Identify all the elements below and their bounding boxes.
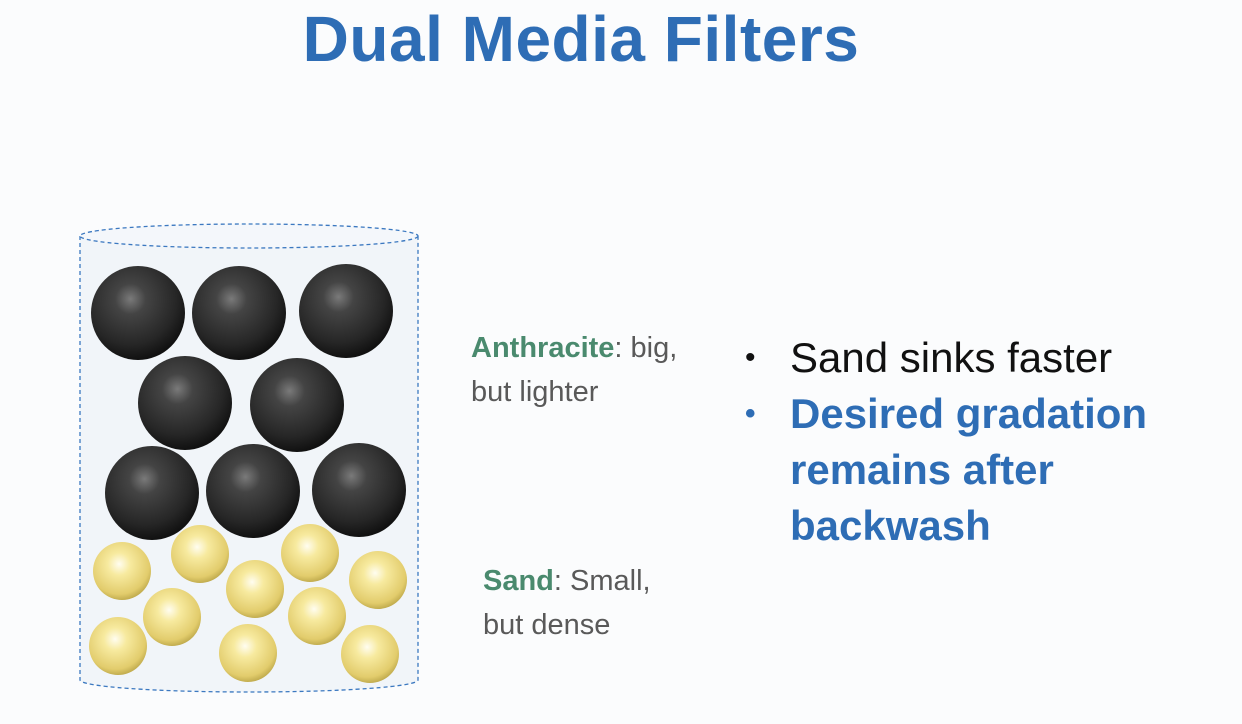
anthracite-label: Anthracite: big, but lighter	[471, 326, 731, 414]
anthracite-particle	[299, 264, 393, 358]
anthracite-particle	[250, 358, 344, 452]
slide-title: Dual Media Filters	[302, 3, 860, 75]
bullet-text: Sand sinks faster	[790, 334, 1113, 381]
anthracite-desc-line2: but lighter	[471, 376, 599, 408]
sand-particles	[89, 524, 407, 683]
anthracite-desc: : big,	[614, 332, 678, 364]
anthracite-particle	[91, 266, 185, 360]
sand-particle	[281, 524, 339, 582]
bullet-dot: •	[745, 397, 756, 430]
sand-term: Sand	[483, 565, 554, 597]
sand-particle	[349, 551, 407, 609]
anthracite-particles	[91, 264, 406, 540]
anthracite-particle	[206, 444, 300, 538]
bullet-dot: •	[745, 341, 756, 374]
sand-particle	[219, 624, 277, 682]
sand-desc-line2: but dense	[483, 609, 611, 641]
cylinder-top-rim	[79, 223, 419, 249]
sand-particle	[143, 588, 201, 646]
anthracite-particle	[312, 443, 406, 537]
filter-cylinder-diagram	[78, 222, 420, 694]
sand-particle	[89, 617, 147, 675]
anthracite-particle	[192, 266, 286, 360]
anthracite-term: Anthracite	[471, 332, 615, 364]
anthracite-particle	[138, 356, 232, 450]
sand-particle	[226, 560, 284, 618]
sand-particle	[341, 625, 399, 683]
bullet-item: • Desired gradation remains after backwa…	[745, 386, 1225, 554]
sand-label: Sand: Small, but dense	[483, 559, 743, 647]
sand-desc: : Small,	[553, 565, 651, 597]
sand-particle	[171, 525, 229, 583]
bullet-list: • Sand sinks faster • Desired gradation …	[745, 330, 1225, 554]
bullet-item: • Sand sinks faster	[745, 330, 1225, 386]
anthracite-particle	[105, 446, 199, 540]
sand-particle	[93, 542, 151, 600]
bullet-text: Desired gradation remains after backwash	[790, 390, 1148, 549]
sand-particle	[288, 587, 346, 645]
